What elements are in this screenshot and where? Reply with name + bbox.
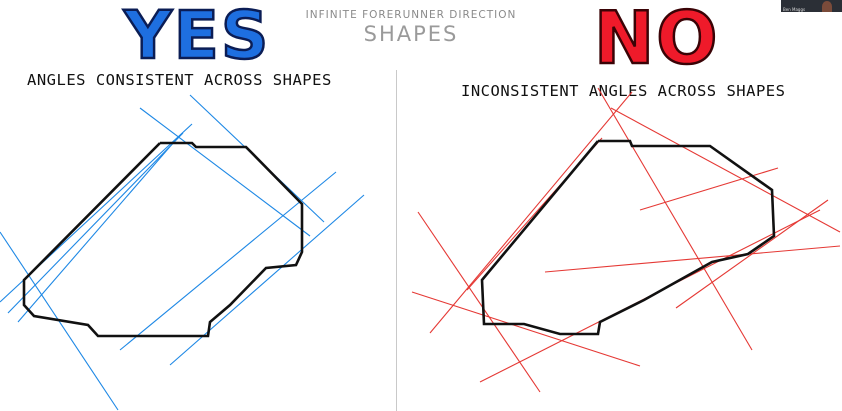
left-guide-3: [17, 141, 175, 323]
left-shape-outline: [22, 141, 304, 338]
right-guide-2: [429, 91, 633, 334]
left-guide-4: [139, 107, 311, 237]
right-guide-1: [417, 211, 541, 393]
yes-heading: YES: [123, 0, 271, 74]
left-guide-2: [7, 132, 184, 314]
webcam-avatar: [822, 1, 832, 12]
right-guide-lines: [411, 87, 841, 393]
right-guide-4: [597, 87, 753, 351]
right-guide-10: [411, 291, 641, 367]
left-caption: ANGLES CONSISTENT ACROSS SHAPES: [27, 71, 332, 89]
right-guide-5: [610, 107, 841, 233]
right-guide-9: [675, 199, 829, 309]
page-title: SHAPES: [363, 22, 459, 46]
subtitle: INFINITE FORERUNNER DIRECTION: [305, 9, 517, 21]
panel-divider: [396, 70, 397, 411]
right-guide-8: [639, 167, 779, 211]
webcam-overlay: Ben Maggs: [781, 0, 842, 12]
right-caption: INCONSISTENT ANGLES ACROSS SHAPES: [461, 82, 786, 100]
right-shape-outline: [480, 139, 776, 336]
no-heading: NO: [593, 0, 720, 80]
left-guide-7: [169, 194, 365, 366]
right-guide-6: [544, 245, 841, 273]
left-guide-6: [119, 171, 337, 351]
webcam-name: Ben Maggs: [783, 7, 806, 12]
